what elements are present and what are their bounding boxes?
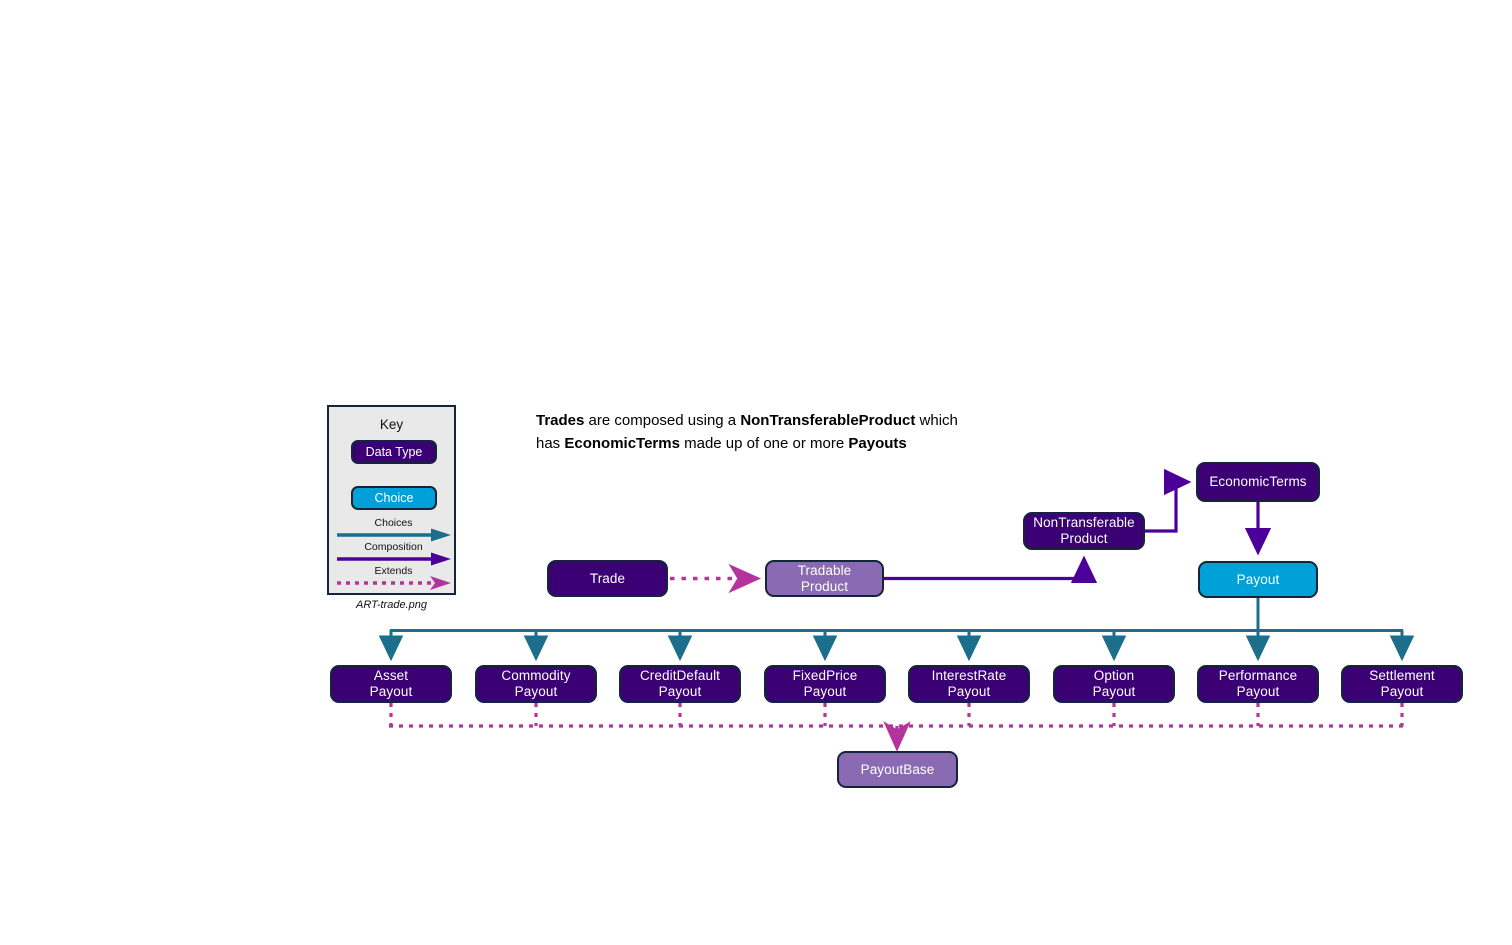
node-fixedprice-payout-label: FixedPrice Payout bbox=[792, 668, 858, 699]
node-non-transferable-product-label: NonTransferable Product bbox=[1033, 515, 1135, 546]
key-choices-label: Choices bbox=[374, 517, 413, 529]
headline-text-4: made up of one or more bbox=[679, 435, 849, 453]
node-fixedprice-payout[interactable]: FixedPrice Payout bbox=[764, 665, 886, 703]
headline-text-2: which bbox=[915, 412, 958, 429]
headline-term-payouts: Payouts bbox=[848, 435, 907, 453]
node-economic-terms-label: EconomicTerms bbox=[1209, 474, 1307, 490]
key-caption: ART-trade.png bbox=[356, 599, 427, 611]
node-payout[interactable]: Payout bbox=[1198, 561, 1318, 598]
node-settlement-payout[interactable]: Settlement Payout bbox=[1341, 665, 1463, 703]
node-interestrate-payout[interactable]: InterestRate Payout bbox=[908, 665, 1030, 703]
node-payout-label: Payout bbox=[1236, 571, 1280, 587]
node-asset-payout-label: Asset Payout bbox=[369, 668, 413, 699]
node-option-payout-label: Option Payout bbox=[1092, 668, 1136, 699]
node-tradable-product[interactable]: Tradable Product bbox=[765, 560, 884, 597]
node-option-payout[interactable]: Option Payout bbox=[1053, 665, 1175, 703]
key-title: Key bbox=[379, 417, 404, 432]
node-asset-payout[interactable]: Asset Payout bbox=[330, 665, 452, 703]
node-performance-payout-label: Performance Payout bbox=[1218, 668, 1298, 699]
node-commodity-payout[interactable]: Commodity Payout bbox=[475, 665, 597, 703]
node-payout-base-label: PayoutBase bbox=[860, 761, 935, 777]
node-payout-base[interactable]: PayoutBase bbox=[837, 751, 958, 788]
node-creditdefault-payout-label: CreditDefault Payout bbox=[639, 668, 721, 699]
node-economic-terms[interactable]: EconomicTerms bbox=[1196, 462, 1320, 502]
key-composition-arrow-icon bbox=[337, 552, 451, 566]
key-row-extends: Extends bbox=[333, 565, 454, 590]
node-non-transferable-product[interactable]: NonTransferable Product bbox=[1023, 512, 1145, 550]
headline-text-1: are composed using a bbox=[584, 412, 741, 429]
key-legend-panel: Key Data Type Choice Choices Composition… bbox=[327, 405, 456, 595]
node-trade-label: Trade bbox=[589, 570, 626, 586]
key-swatch-data-type-label: Data Type bbox=[365, 445, 423, 459]
node-performance-payout[interactable]: Performance Payout bbox=[1197, 665, 1319, 703]
key-choices-arrow-icon bbox=[337, 528, 451, 542]
page-title: Trades are composed using a NonTransfera… bbox=[536, 409, 1076, 456]
headline-term-trades: Trades bbox=[536, 412, 585, 429]
node-trade[interactable]: Trade bbox=[547, 560, 668, 597]
key-swatch-choice: Choice bbox=[351, 486, 437, 510]
key-swatch-choice-label: Choice bbox=[374, 491, 414, 505]
headline-term-ntp: NonTransferableProduct bbox=[740, 412, 916, 429]
key-row-composition: Composition bbox=[333, 541, 454, 566]
edge-tradable-product-to-ntp bbox=[884, 555, 1098, 584]
node-commodity-payout-label: Commodity Payout bbox=[501, 668, 571, 699]
key-extends-arrow-icon bbox=[337, 576, 451, 590]
key-extends-label: Extends bbox=[374, 565, 413, 577]
edge-ntp-to-economic-terms bbox=[1145, 468, 1192, 533]
node-settlement-payout-label: Settlement Payout bbox=[1369, 668, 1435, 699]
node-tradable-product-label: Tradable Product bbox=[797, 562, 852, 594]
key-row-choices: Choices bbox=[333, 517, 454, 542]
headline-term-economicterms: EconomicTerms bbox=[564, 435, 680, 453]
key-swatch-data-type: Data Type bbox=[351, 440, 437, 464]
headline-text-3: has bbox=[536, 435, 565, 453]
key-composition-label: Composition bbox=[364, 541, 423, 553]
node-interestrate-payout-label: InterestRate Payout bbox=[931, 668, 1007, 699]
node-creditdefault-payout[interactable]: CreditDefault Payout bbox=[619, 665, 741, 703]
